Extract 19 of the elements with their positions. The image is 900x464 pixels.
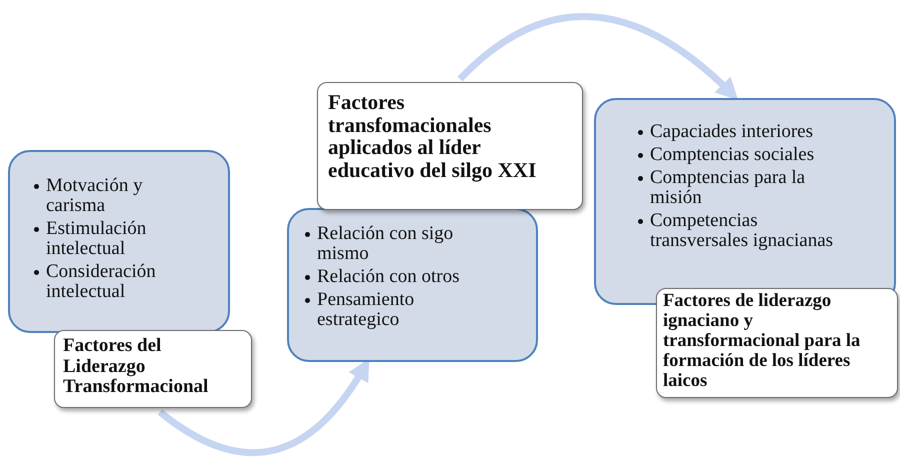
bullet-text: Capaciades interiores	[650, 121, 814, 142]
title-box	[54, 330, 252, 408]
title-text: Factores de liderazgo ignaciano y transformacional para la formación de los líderes laicos	[663, 292, 862, 392]
bullet-text: Relación con otros	[317, 266, 460, 287]
content-panel	[8, 150, 230, 333]
bullet-text: Competencias transversales ignacianas	[650, 210, 834, 251]
title-text: Factores del Liderazgo Transformacional	[63, 336, 210, 398]
bullet-text: Estimulación intelectual	[46, 218, 146, 259]
title-text: Factores transfomacionales aplicados al líder educativo del silgo XXI	[328, 91, 538, 182]
content-panel	[287, 208, 538, 362]
bullet-text: Motvación y carisma	[46, 175, 143, 216]
bullet-text: Consideración intelectual	[46, 260, 156, 302]
bullet-text: Comptencias para la misión	[650, 166, 806, 208]
bullet-text: Pensamiento estrategico	[317, 288, 414, 330]
curved-arrow	[458, 13, 739, 100]
title-box	[317, 82, 583, 210]
title-box	[656, 288, 898, 398]
bullet-text: Comptencias sociales	[650, 144, 814, 165]
bullet-text: Relación con sigo mismo	[317, 223, 454, 264]
